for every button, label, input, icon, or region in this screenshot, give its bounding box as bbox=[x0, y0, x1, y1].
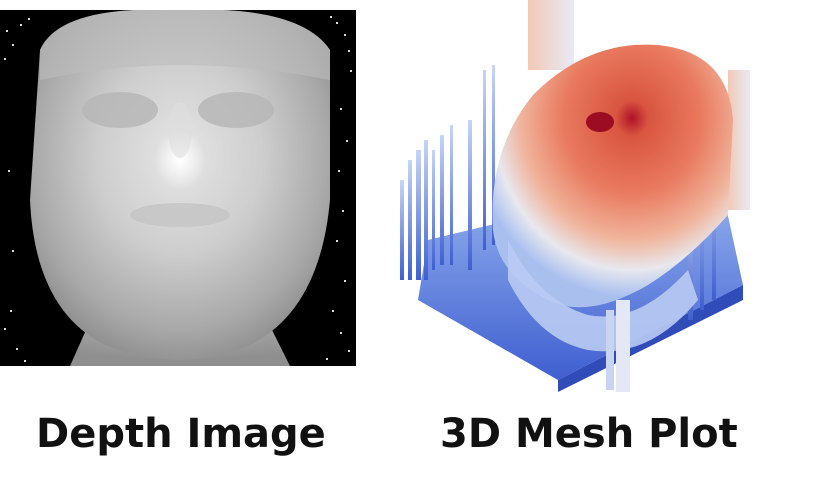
mesh-plot-caption: 3D Mesh Plot bbox=[440, 411, 738, 457]
depth-image bbox=[0, 10, 356, 366]
mesh-plot bbox=[388, 0, 768, 392]
depth-image-graphic bbox=[0, 10, 356, 366]
mesh-plot-graphic bbox=[400, 0, 750, 392]
depth-image-caption: Depth Image bbox=[36, 411, 326, 457]
